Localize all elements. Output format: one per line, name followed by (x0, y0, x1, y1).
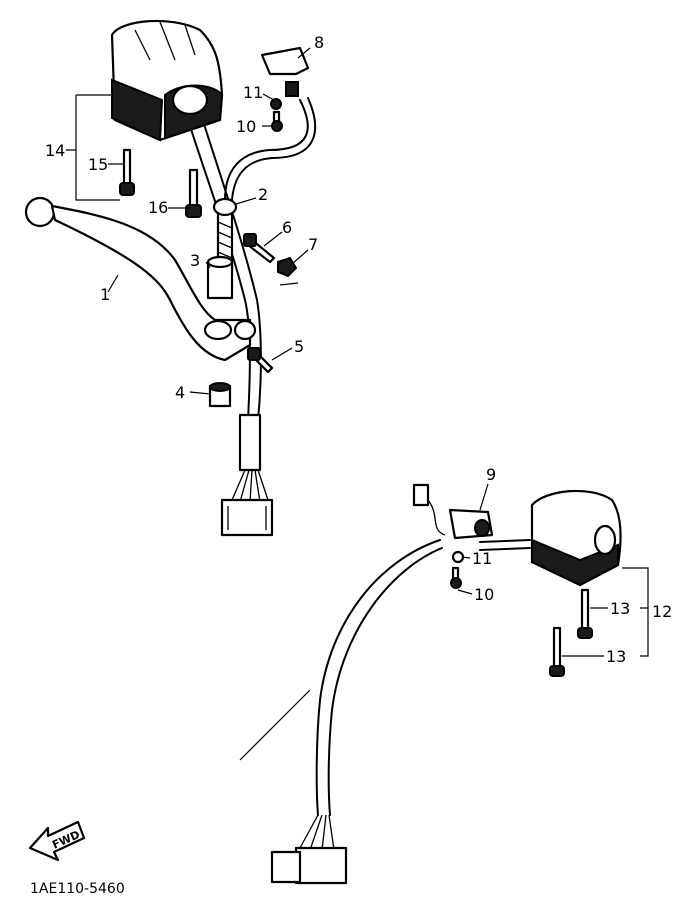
label-part-1: 1 (100, 285, 110, 304)
right-connector-wires (299, 814, 335, 851)
clutch-switch-wire (224, 99, 309, 201)
label-part-11-left: 11 (243, 83, 263, 102)
screw-13-upper (577, 588, 593, 639)
label-part-13-lower: 13 (606, 647, 626, 666)
nut-7 (277, 256, 298, 278)
right-coupler (294, 846, 348, 885)
label-part-7: 7 (308, 235, 318, 254)
screw-10-left (271, 110, 283, 132)
clutch-switch-8 (260, 46, 310, 110)
forward-arrow-icon: FWD (28, 820, 86, 862)
label-part-16: 16 (148, 198, 168, 217)
label-part-3: 3 (190, 251, 200, 270)
label-part-14: 14 (45, 141, 65, 160)
bolt-6 (243, 233, 276, 264)
screw-16 (185, 168, 202, 218)
screw-10-right (450, 566, 462, 589)
left-coupler (220, 498, 274, 537)
left-cable-sleeve (238, 413, 262, 472)
label-part-15: 15 (88, 155, 108, 174)
label-part-13-upper: 13 (610, 599, 630, 618)
label-part-11-right: 11 (472, 549, 492, 568)
label-part-9: 9 (486, 465, 496, 484)
label-part-8: 8 (314, 33, 324, 52)
label-part-4: 4 (175, 383, 185, 402)
label-part-2: 2 (258, 185, 268, 204)
screw-15 (119, 148, 135, 196)
bolt-5 (247, 347, 274, 374)
label-part-5: 5 (294, 337, 304, 356)
right-switch-housing (530, 489, 622, 587)
label-part-6: 6 (282, 218, 292, 237)
label-part-12: 12 (652, 602, 672, 621)
brake-switch-9 (412, 483, 494, 540)
drawing-code: 1AE110-5460 (30, 881, 125, 897)
left-switch-housing (110, 19, 224, 142)
label-part-10-left: 10 (236, 117, 256, 136)
leader-lines (66, 47, 649, 761)
washer-11-right (451, 550, 465, 564)
right-coupler-small (270, 850, 302, 884)
left-harness-cable (184, 109, 251, 421)
label-part-10-right: 10 (474, 585, 494, 604)
right-harness-cable (315, 539, 441, 816)
collar-3 (206, 255, 234, 300)
left-connector-wires (231, 469, 269, 503)
clutch-lever-1 (24, 196, 257, 362)
cap-4 (208, 382, 232, 408)
screw-13-lower (549, 626, 565, 677)
